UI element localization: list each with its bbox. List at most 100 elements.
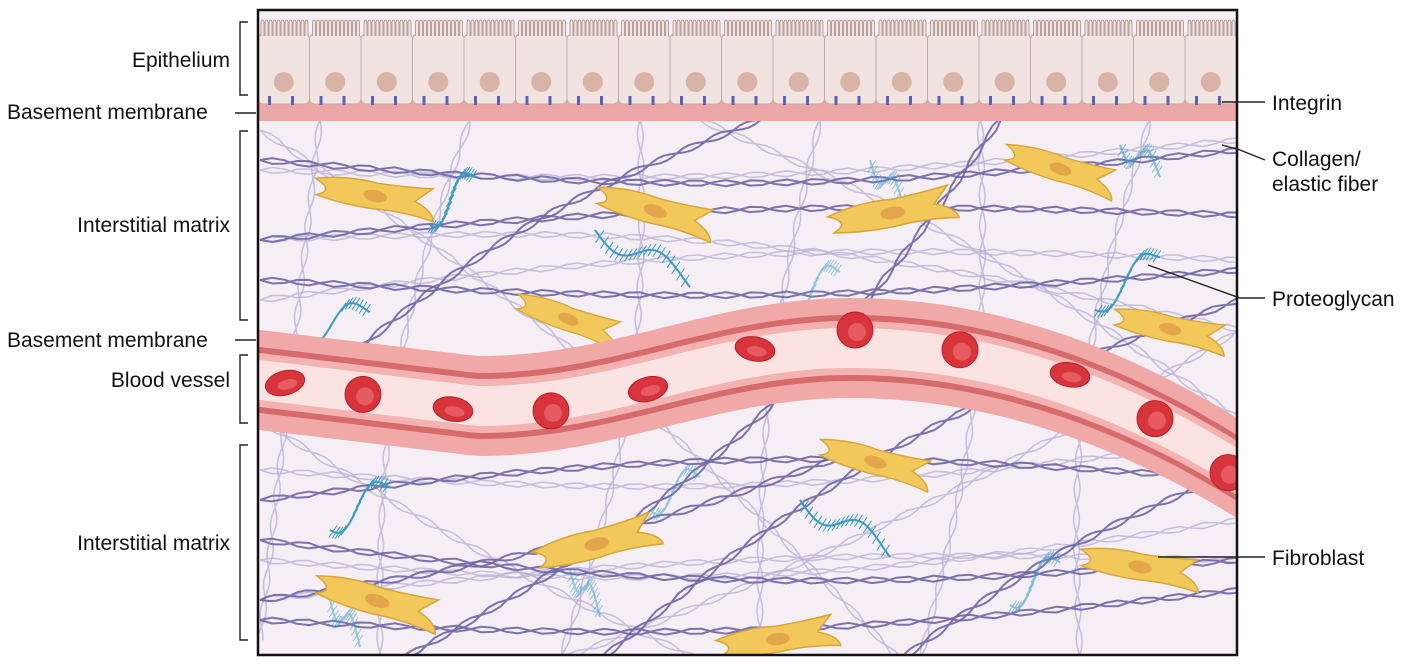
label-basement-membrane-vessel: Basement membrane	[7, 329, 208, 352]
nucleus	[479, 72, 500, 92]
nucleus	[1149, 72, 1170, 92]
proteoglycan	[1117, 143, 1163, 179]
integrin	[886, 96, 889, 105]
microvilli	[260, 19, 309, 36]
fibroblast	[313, 575, 441, 636]
proteoglycan	[1008, 550, 1062, 615]
microvilli	[312, 19, 360, 36]
proteoglycan	[648, 463, 702, 521]
epithelial-cell	[1081, 19, 1134, 105]
integrin	[600, 96, 603, 105]
nucleus	[428, 72, 449, 92]
epithelial-cell	[258, 19, 310, 105]
microvilli	[1187, 19, 1236, 36]
microvilli	[878, 19, 927, 36]
red-blood-cell	[1136, 400, 1174, 438]
integrin	[1063, 96, 1067, 105]
epithelial-cell	[309, 19, 362, 105]
pointer-proteoglycan	[1147, 264, 1265, 299]
integrin	[989, 96, 992, 105]
nucleus	[943, 72, 964, 92]
nucleus	[531, 72, 552, 92]
proteoglycan	[867, 159, 908, 213]
integrin	[1143, 96, 1147, 105]
collagen-fiber	[259, 537, 1237, 585]
nucleus	[273, 72, 294, 92]
nucleus	[1200, 72, 1221, 92]
integrin	[806, 96, 809, 105]
fibroblast	[594, 186, 716, 244]
fibroblast	[713, 613, 842, 655]
microvilli	[1033, 19, 1081, 36]
collagen-fiber	[259, 203, 1237, 243]
integrin	[651, 96, 655, 105]
proteoglycan	[799, 499, 891, 558]
proteoglycan	[427, 166, 478, 234]
integrin	[1115, 96, 1118, 105]
label-blood-vessel: Blood vessel	[110, 369, 230, 392]
nucleus	[582, 72, 603, 92]
bracket-blood-vessel	[239, 354, 248, 424]
nucleus	[325, 72, 346, 92]
red-blood-cell	[264, 369, 306, 397]
panel-border	[256, 8, 1239, 657]
label-basement-membrane-top: Basement membrane	[7, 101, 208, 124]
nucleus	[891, 72, 912, 92]
label-fibroblast: Fibroblast	[1272, 547, 1365, 570]
fibroblast	[825, 183, 961, 234]
red-blood-cell	[941, 331, 979, 369]
nucleus	[1097, 72, 1118, 92]
nucleus	[1046, 72, 1067, 92]
label-collagen-line1: Collagen/	[1272, 148, 1361, 171]
microvilli	[930, 19, 978, 36]
epithelial-cell	[360, 19, 413, 105]
microvilli	[981, 19, 1030, 36]
red-blood-cell	[532, 392, 570, 430]
epithelial-cell	[669, 19, 722, 105]
collagen-fiber	[299, 118, 761, 401]
integrin	[1166, 96, 1170, 105]
label-interstitial-matrix-top: Interstitial matrix	[77, 214, 230, 237]
integrin	[445, 96, 449, 105]
microvilli	[569, 19, 618, 36]
red-blood-cell	[1049, 362, 1091, 388]
nucleus	[376, 72, 397, 92]
integrin	[525, 96, 529, 105]
epithelium-layer	[258, 19, 1237, 121]
collagen-fiber	[602, 297, 1237, 655]
integrin	[1218, 96, 1221, 105]
integrin	[834, 96, 838, 105]
microvilli	[724, 19, 772, 36]
microvilli	[466, 19, 515, 36]
integrin	[1092, 96, 1095, 105]
proteoglycan	[594, 229, 691, 288]
epithelial-cell	[1184, 19, 1237, 105]
vessel-lumen	[258, 328, 1237, 489]
collagen-fiber	[259, 455, 1237, 503]
integrin	[1040, 96, 1044, 105]
integrin	[394, 96, 397, 105]
fibroblast	[313, 176, 436, 223]
microvilli	[415, 19, 463, 36]
integrin	[909, 96, 912, 105]
red-blood-cell	[344, 375, 382, 413]
fibroblast	[817, 438, 933, 494]
epithelial-cell	[618, 19, 671, 105]
integrin	[577, 96, 580, 105]
integrin	[474, 96, 477, 105]
proteoglycan	[328, 475, 392, 540]
nucleus	[634, 72, 655, 92]
collagen-fiber	[902, 469, 1237, 655]
integrin	[680, 96, 683, 105]
epithelial-cell	[978, 19, 1031, 105]
microvilli	[518, 19, 566, 36]
label-pointers	[235, 21, 1266, 641]
integrin	[857, 96, 861, 105]
nucleus	[737, 72, 758, 92]
integrin	[497, 96, 500, 105]
nucleus	[788, 72, 809, 92]
integrin	[703, 96, 706, 105]
proteoglycan	[327, 599, 363, 648]
fibroblast	[1002, 143, 1118, 202]
